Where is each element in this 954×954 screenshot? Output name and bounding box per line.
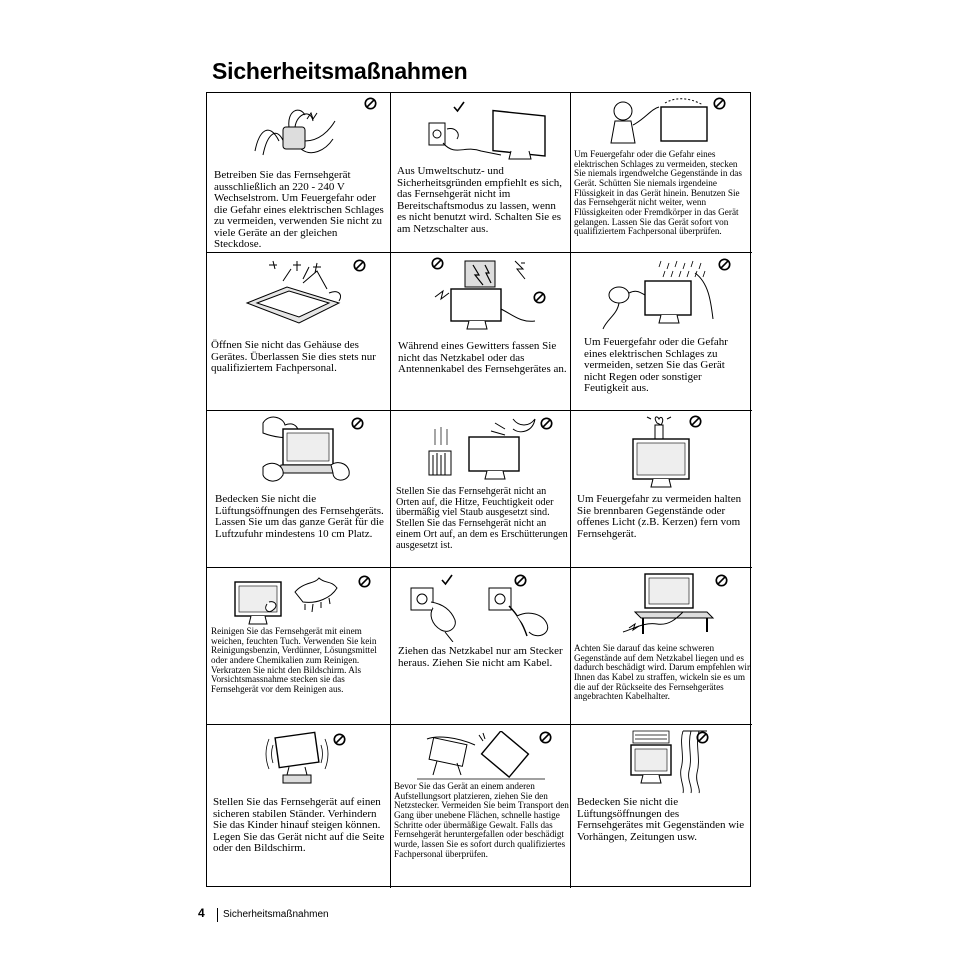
safety-text-cover-vents: Bedecken Sie nicht die Lüftungsöffnungen… bbox=[577, 796, 745, 843]
prohibited-icon bbox=[718, 258, 731, 271]
safety-text-stable-stand: Stellen Sie das Fernsehgerät auf einen s… bbox=[213, 796, 385, 855]
safety-text-cleaning: Reinigen Sie das Fernsehgerät mit einem … bbox=[211, 626, 377, 694]
safety-cell-thunderstorm: Während eines Gewitters fassen Sie nicht… bbox=[391, 253, 571, 411]
heater-sun-tv-illustration bbox=[428, 418, 536, 480]
candle-on-tv-illustration bbox=[632, 415, 690, 488]
safety-text-open-housing: Öffnen Sie nicht das Gehäuse des Gerätes… bbox=[211, 339, 376, 375]
prohibited-icon bbox=[533, 291, 546, 304]
cleaning-tv-illustration bbox=[234, 577, 338, 625]
safety-text-thunderstorm: Während eines Gewitters fassen Sie nicht… bbox=[398, 340, 567, 376]
prohibited-icon bbox=[353, 259, 366, 272]
lightning-tv-illustration bbox=[434, 260, 536, 330]
prohibited-icon bbox=[715, 574, 728, 587]
safety-cell-standby: Aus Umweltschutz- und Sicherheitsgründen… bbox=[391, 93, 571, 253]
prohibited-icon bbox=[539, 731, 552, 744]
footer-label: Sicherheitsmaßnahmen bbox=[223, 909, 329, 920]
tv-switch-off-illustration bbox=[428, 109, 546, 160]
prohibited-icon bbox=[431, 257, 444, 270]
check-icon bbox=[441, 574, 453, 586]
safety-text-power-cord: Achten Sie darauf das keine schweren Geg… bbox=[574, 643, 751, 702]
safety-text-foreign-objects: Um Feuergefahr oder die Gefahr eines ele… bbox=[574, 149, 742, 237]
safety-cell-open-flame: Um Feuergefahr zu vermeiden halten Sie b… bbox=[571, 411, 752, 568]
safety-cell-ventilation: Bedecken Sie nicht die Lüftungsöffnungen… bbox=[207, 411, 391, 568]
prohibited-icon bbox=[364, 97, 377, 110]
safety-cell-power-cord: Achten Sie darauf das keine schweren Geg… bbox=[571, 568, 752, 725]
prohibited-icon bbox=[689, 415, 702, 428]
safety-cell-open-housing: Öffnen Sie nicht das Gehäuse des Gerätes… bbox=[207, 253, 391, 411]
prohibited-icon bbox=[713, 97, 726, 110]
pull-plug-illustration bbox=[410, 587, 549, 642]
safety-cell-heat-dust: Stellen Sie das Fernsehgerät nicht an Or… bbox=[391, 411, 571, 568]
safety-text-unplug: Ziehen das Netzkabel nur am Stecker hera… bbox=[398, 645, 563, 669]
safety-text-rain-moisture: Um Feuergefahr oder die Gefahr eines ele… bbox=[584, 336, 728, 395]
footer-separator bbox=[217, 908, 218, 922]
safety-text-standby: Aus Umweltschutz- und Sicherheitsgründen… bbox=[397, 165, 562, 235]
safety-text-ventilation: Bedecken Sie nicht die Lüftungsöffnungen… bbox=[215, 493, 384, 540]
prohibited-icon bbox=[514, 574, 527, 587]
safety-cell-rain-moisture: Um Feuergefahr oder die Gefahr eines ele… bbox=[571, 253, 752, 411]
child-pouring-liquid-illustration bbox=[610, 98, 708, 144]
prohibited-icon bbox=[358, 575, 371, 588]
safety-text-transport: Bevor Sie das Gerät an einem anderen Auf… bbox=[394, 781, 569, 859]
safety-text-power-supply: Betreiben Sie das Fernsehgerät ausschlie… bbox=[214, 169, 384, 251]
safety-cell-stable-stand: Stellen Sie das Fernsehgerät auf einen s… bbox=[207, 725, 391, 888]
falling-tv-illustration bbox=[417, 731, 545, 780]
safety-text-heat-dust: Stellen Sie das Fernsehgerät nicht an Or… bbox=[396, 486, 568, 551]
prohibited-icon bbox=[333, 733, 346, 746]
covered-vents-illustration bbox=[262, 416, 350, 482]
safety-cell-unplug: Ziehen das Netzkabel nur am Stecker hera… bbox=[391, 568, 571, 725]
wobbly-tv-illustration bbox=[265, 731, 329, 784]
page-number: 4 bbox=[198, 906, 205, 920]
safety-cell-power-supply: Betreiben Sie das Fernsehgerät ausschlie… bbox=[207, 93, 391, 253]
safety-cell-transport: Bevor Sie das Gerät an einem anderen Auf… bbox=[391, 725, 571, 888]
prohibited-icon bbox=[540, 417, 553, 430]
curtain-papers-tv-illustration bbox=[630, 730, 707, 794]
safety-grid: Betreiben Sie das Fernsehgerät ausschlie… bbox=[206, 92, 752, 888]
prohibited-icon bbox=[351, 417, 364, 430]
safety-cell-cleaning: Reinigen Sie das Fernsehgerät mit einem … bbox=[207, 568, 391, 725]
rain-on-tv-illustration bbox=[602, 260, 714, 330]
overloaded-socket-illustration bbox=[254, 109, 336, 156]
page-title: Sicherheitsmaßnahmen bbox=[212, 58, 468, 84]
opened-tv-back-illustration bbox=[245, 260, 342, 324]
safety-text-open-flame: Um Feuergefahr zu vermeiden halten Sie b… bbox=[577, 493, 742, 540]
cord-under-stand-illustration bbox=[622, 573, 715, 634]
check-icon bbox=[453, 101, 465, 113]
prohibited-icon bbox=[696, 731, 709, 744]
safety-cell-cover-vents: Bedecken Sie nicht die Lüftungsöffnungen… bbox=[571, 725, 752, 888]
safety-cell-foreign-objects: Um Feuergefahr oder die Gefahr eines ele… bbox=[571, 93, 752, 253]
